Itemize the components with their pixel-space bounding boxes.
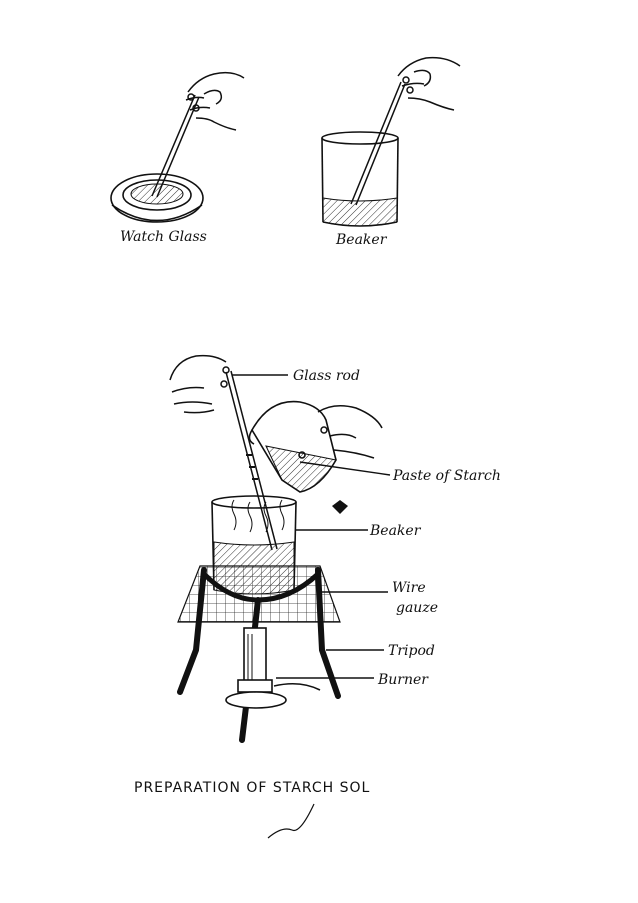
bunsen-burner xyxy=(225,627,321,709)
stray-mark xyxy=(332,500,348,514)
label-glass-rod: Glass rod xyxy=(293,368,360,384)
caption-squiggle xyxy=(267,803,315,839)
wire-gauze xyxy=(177,565,341,623)
caption-title: PREPARATION OF STARCH SOL xyxy=(134,780,370,796)
leader-lines xyxy=(232,374,391,679)
label-beaker-bottom: Beaker xyxy=(369,523,422,539)
beaker-top-drawing xyxy=(321,131,399,227)
label-watch-glass: Watch Glass xyxy=(120,229,207,245)
label-burner: Burner xyxy=(377,672,429,688)
label-tripod: Tripod xyxy=(388,643,435,659)
hand-pouring xyxy=(317,405,383,459)
pouring-beaker xyxy=(248,400,337,493)
label-beaker-top: Beaker xyxy=(335,232,388,248)
glass-rod-top-left xyxy=(151,94,200,198)
glass-rod-top-right xyxy=(350,81,406,206)
glass-rod-main xyxy=(225,370,278,551)
label-wire: Wire xyxy=(392,580,426,596)
label-gauze: gauze xyxy=(396,600,438,616)
label-paste-of-starch: Paste of Starch xyxy=(392,468,501,484)
hand-top-left xyxy=(185,71,245,131)
hand-top-right xyxy=(397,56,461,111)
watch-glass-drawing xyxy=(110,173,204,223)
hand-main xyxy=(169,354,230,414)
